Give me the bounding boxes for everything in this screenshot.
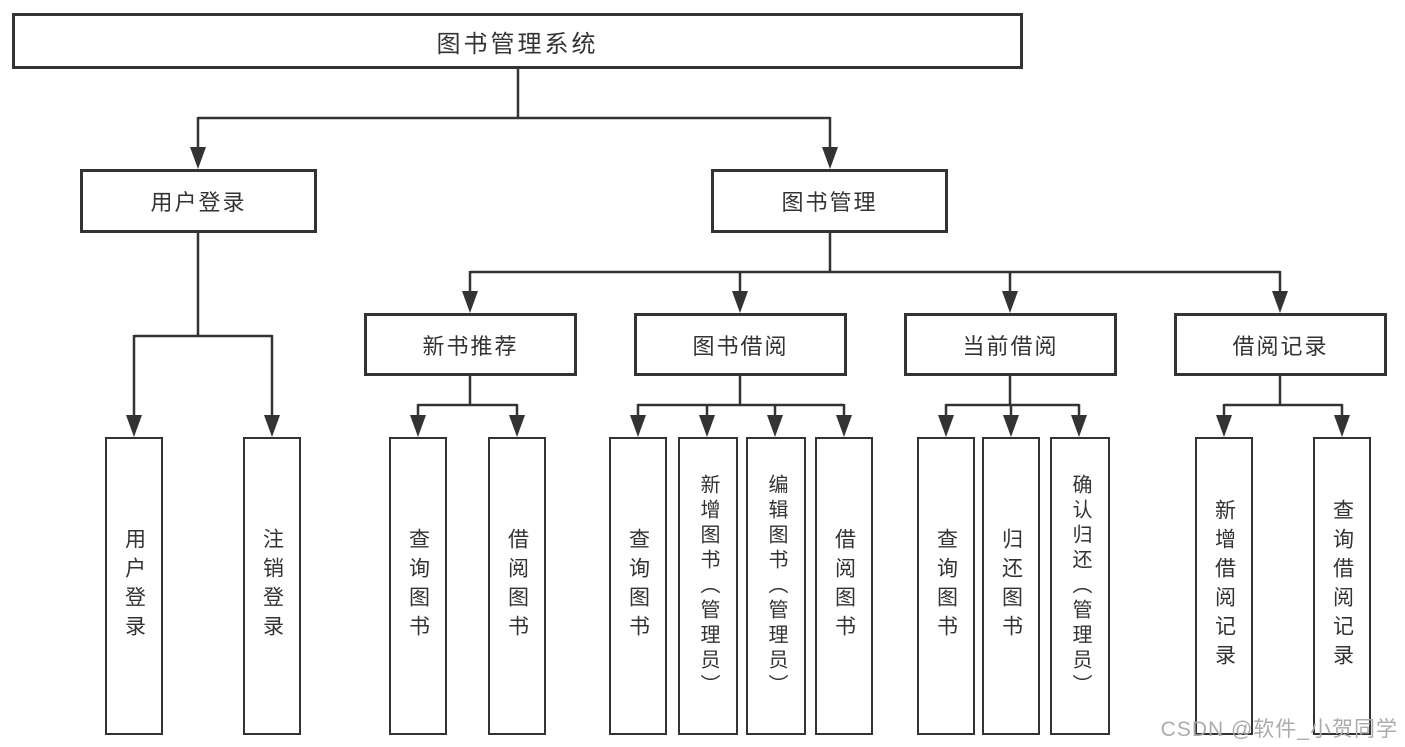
- node-book-borrow: 图书借阅: [634, 313, 847, 376]
- leaf-logout: 注销登录: [243, 437, 301, 735]
- leaf-add-borrow-record: 新增借阅记录: [1195, 437, 1253, 735]
- leaf-query-books-recommend: 查询图书: [389, 437, 447, 735]
- watermark-text: CSDN @软件_小贺同学: [1160, 718, 1398, 741]
- node-new-book-recommend: 新书推荐: [364, 313, 577, 376]
- leaf-query-books-borrow: 查询图书: [609, 437, 667, 735]
- node-borrow-records: 借阅记录: [1174, 313, 1387, 376]
- node-user-login: 用户登录: [80, 169, 317, 233]
- leaf-query-books-current: 查询图书: [917, 437, 975, 735]
- leaf-add-book-admin: 新增图书（管理员）: [678, 437, 738, 735]
- leaf-confirm-return-admin: 确认归还（管理员）: [1050, 437, 1110, 735]
- leaf-return-book: 归还图书: [982, 437, 1040, 735]
- arrowheads: [126, 147, 1350, 437]
- leaf-query-borrow-record: 查询借阅记录: [1313, 437, 1371, 735]
- leaf-user-login: 用户登录: [105, 437, 163, 735]
- leaf-borrow-books-borrow: 借阅图书: [815, 437, 873, 735]
- node-current-borrow: 当前借阅: [904, 313, 1117, 376]
- leaf-borrow-books-recommend: 借阅图书: [488, 437, 546, 735]
- leaf-edit-book-admin: 编辑图书（管理员）: [746, 437, 806, 735]
- node-book-management: 图书管理: [711, 169, 948, 233]
- node-library-system: 图书管理系统: [12, 13, 1023, 69]
